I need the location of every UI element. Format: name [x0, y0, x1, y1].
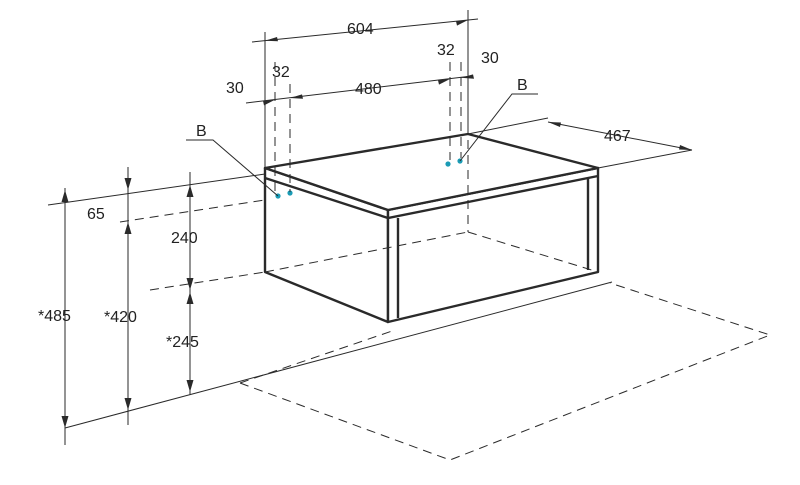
depth-dimension — [467, 117, 693, 169]
top-dimensions — [245, 10, 479, 195]
label-b-right: B — [517, 77, 528, 94]
label-240: 240 — [171, 230, 198, 247]
label-32-left: 32 — [272, 64, 290, 81]
hole-marker-left-2 — [287, 190, 293, 196]
label-30-left: 30 — [226, 80, 244, 97]
label-420: *420 — [104, 309, 137, 326]
dimension-labels: 604 480 30 30 32 32 467 B B 65 240 *485 … — [38, 21, 631, 351]
hole-marker-right-1 — [445, 161, 451, 167]
label-480: 480 — [355, 81, 382, 98]
b-leaders — [186, 93, 538, 197]
floor-outline — [239, 282, 772, 461]
left-dimensions — [61, 167, 194, 445]
label-467: 467 — [604, 128, 631, 145]
label-30-right: 30 — [481, 50, 499, 67]
label-485: *485 — [38, 308, 71, 325]
label-32-right: 32 — [437, 42, 455, 59]
label-65: 65 — [87, 206, 105, 223]
label-245: *245 — [166, 334, 199, 351]
label-b-left: B — [196, 123, 207, 140]
cabinet-box — [263, 132, 600, 324]
wall-lines — [47, 173, 613, 429]
label-604: 604 — [347, 21, 374, 38]
